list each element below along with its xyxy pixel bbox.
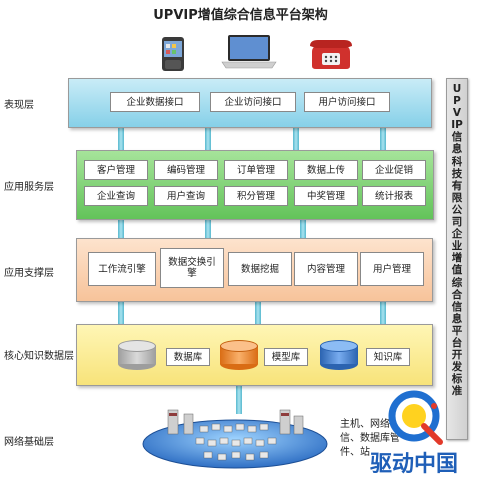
service-box: 企业促销 [362, 160, 426, 180]
service-box: 数据上传 [294, 160, 358, 180]
service-box: 编码管理 [154, 160, 218, 180]
connector [205, 126, 211, 150]
connector [205, 218, 211, 238]
model-library-icon [220, 340, 258, 370]
connector [255, 300, 261, 324]
layer-label-network: 网络基础层 [4, 437, 54, 448]
support-box: 用户管理 [360, 252, 424, 286]
network-desc-line: 信、数据库管 [340, 433, 400, 444]
mobile-phone-icon [162, 37, 184, 71]
connector [118, 126, 124, 150]
logo-q-icon [388, 390, 443, 445]
service-box: 企业查询 [84, 186, 148, 206]
connector [293, 126, 299, 150]
logo-text: 驱动中国 [370, 452, 459, 477]
support-box: 工作流引擎 [88, 252, 156, 286]
layer-label-service: 应用服务层 [4, 182, 54, 193]
side-standard-label: UPVIP信息科技有限公司企业增值综合信息平台开发标准 [451, 83, 463, 398]
network-desc-line: 件、站 [340, 447, 370, 458]
connector [118, 218, 124, 238]
support-box: 内容管理 [294, 252, 358, 286]
support-box: 数据交换引擎 [160, 248, 224, 288]
telephone-icon [310, 40, 352, 69]
service-box: 订单管理 [224, 160, 288, 180]
layer-label-presentation: 表现层 [4, 100, 34, 111]
connector [236, 384, 242, 414]
service-box: 积分管理 [224, 186, 288, 206]
knowledge-box: 数据库 [166, 348, 210, 366]
connector [300, 218, 306, 238]
service-box: 中奖管理 [294, 186, 358, 206]
server-cluster-icon [142, 409, 328, 469]
layer-label-knowledge: 核心知识数据层 [4, 351, 74, 362]
connector [380, 126, 386, 150]
connector [118, 300, 124, 324]
knowledge-base-icon [320, 340, 358, 370]
layer-label-support: 应用支撑层 [4, 268, 54, 279]
service-box: 统计报表 [362, 186, 426, 206]
knowledge-box: 模型库 [264, 348, 308, 366]
side-standard-bar: UPVIP信息科技有限公司企业增值综合信息平台开发标准 [446, 78, 468, 440]
service-box: 用户查询 [154, 186, 218, 206]
database-icon [118, 340, 156, 370]
connector [380, 300, 386, 324]
knowledge-box: 知识库 [366, 348, 410, 366]
laptop-icon [221, 35, 277, 69]
presentation-box: 企业访问接口 [210, 92, 296, 112]
presentation-box: 企业数据接口 [110, 92, 200, 112]
support-box: 数据挖掘 [228, 252, 292, 286]
page-title: UPVIP增值综合信息平台架构 [153, 8, 328, 23]
service-box: 客户管理 [84, 160, 148, 180]
network-desc-line: 主机、网络 [340, 419, 390, 430]
presentation-box: 用户访问接口 [304, 92, 390, 112]
